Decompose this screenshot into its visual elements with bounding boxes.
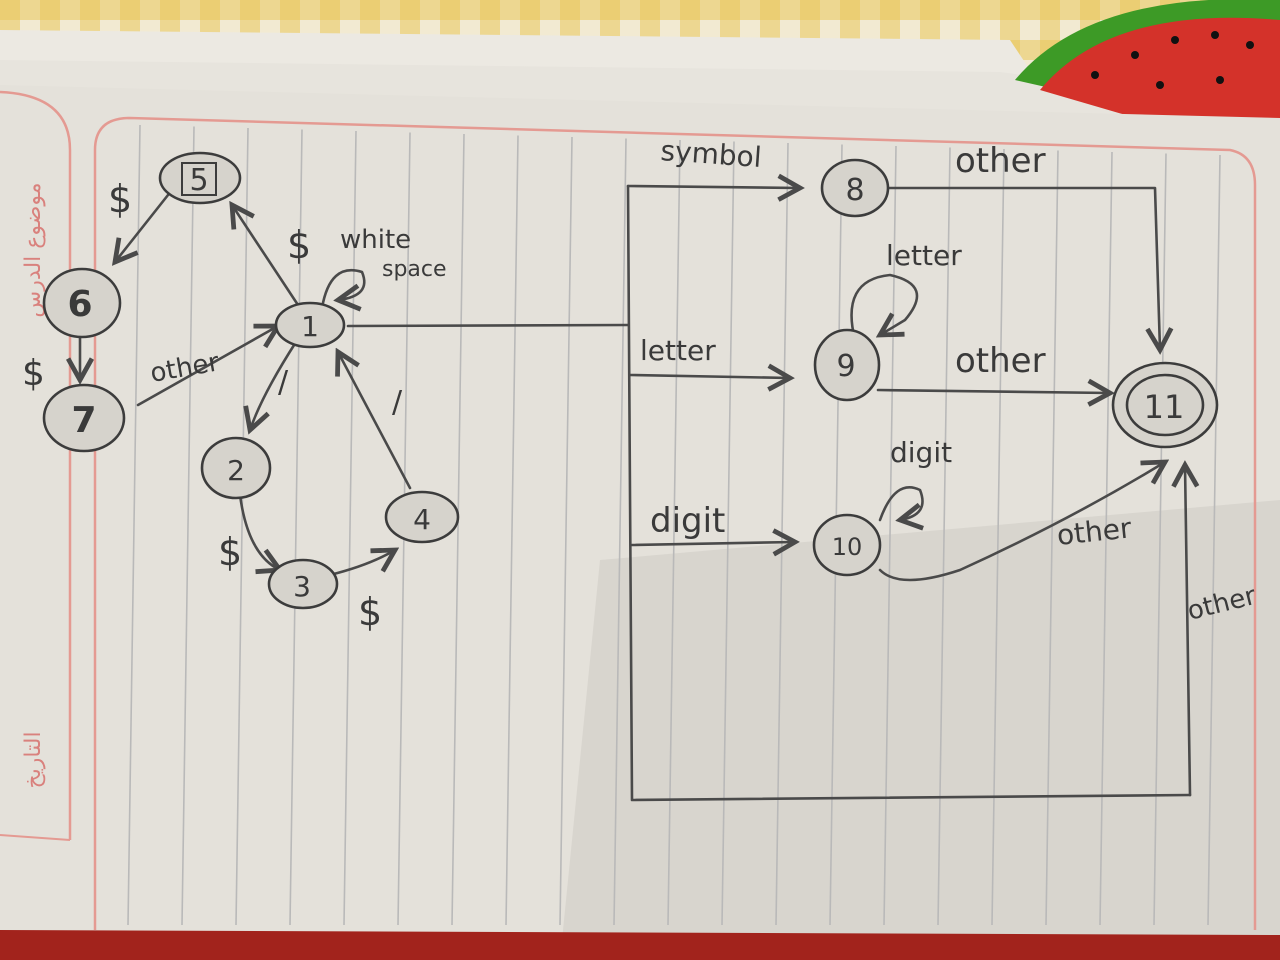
label-1-2: / xyxy=(278,365,289,400)
label-10-10: digit xyxy=(890,436,952,469)
edge-1-1-loop xyxy=(320,269,366,308)
label-whitespace-2: space xyxy=(382,257,447,282)
svg-text:11: 11 xyxy=(1144,388,1185,426)
bracket xyxy=(626,184,1192,802)
edge-bottom-11 xyxy=(1185,465,1190,797)
state-4: 4 xyxy=(384,490,460,544)
label-9-9: letter xyxy=(886,239,962,272)
ruled-line xyxy=(667,139,681,926)
label-1-5: $ xyxy=(287,223,311,267)
edge-1-2 xyxy=(250,340,298,430)
svg-text:9: 9 xyxy=(836,349,855,384)
state-5: 5 xyxy=(158,151,242,205)
ruled-line xyxy=(343,130,357,926)
label-10-11: other xyxy=(1055,511,1133,552)
edge-labels: $ $ $ other white space / $ $ / symbol o… xyxy=(22,134,1259,634)
label-digit-in: digit xyxy=(650,501,725,541)
state-9: 9 xyxy=(813,328,881,402)
svg-text:8: 8 xyxy=(845,173,864,208)
ruled-line xyxy=(613,138,627,926)
svg-text:3: 3 xyxy=(293,570,311,603)
label-2-3: $ xyxy=(218,530,242,574)
ruled-line xyxy=(505,135,519,926)
state-3: 3 xyxy=(267,558,339,610)
label-letter-in: letter xyxy=(640,334,716,367)
label-4-1: / xyxy=(392,385,403,420)
state-11-accept: 11 xyxy=(1111,361,1219,449)
diagram-edges xyxy=(80,184,1192,802)
edge-2-3 xyxy=(238,493,280,570)
ruled-line xyxy=(559,136,573,926)
edge-1-5 xyxy=(232,205,300,307)
svg-text:1: 1 xyxy=(301,310,319,343)
label-whitespace-1: white xyxy=(340,225,411,255)
state-2: 2 xyxy=(200,436,272,500)
ruled-line xyxy=(235,127,249,926)
state-1: 1 xyxy=(274,301,346,349)
edge-9-9-loop xyxy=(850,273,919,342)
date-label: التاريخ xyxy=(21,731,46,788)
edge-to-9 xyxy=(628,375,790,378)
label-6-7: $ xyxy=(22,353,45,394)
edge-to-8 xyxy=(626,186,800,188)
content-frame xyxy=(93,116,1257,930)
notebook-cover xyxy=(0,930,1280,960)
edge-1-right xyxy=(346,323,630,328)
state-10: 10 xyxy=(812,513,882,577)
edge-5-6 xyxy=(115,193,170,262)
ruled-line xyxy=(289,129,303,926)
svg-text:7: 7 xyxy=(71,400,96,441)
ruled-line xyxy=(451,133,465,926)
state-7: 7 xyxy=(42,383,126,453)
edge-10-11 xyxy=(878,462,1165,582)
ruled-line xyxy=(1207,154,1221,926)
margin-frame xyxy=(0,90,72,840)
ruled-line xyxy=(721,141,735,926)
svg-text:4: 4 xyxy=(413,503,431,536)
svg-text:6: 6 xyxy=(67,284,92,325)
state-8: 8 xyxy=(820,158,890,218)
subject-label: موضوع الدرس xyxy=(21,182,46,317)
edge-9-11 xyxy=(876,390,1110,393)
edge-3-4 xyxy=(328,550,395,577)
svg-text:5: 5 xyxy=(189,163,208,198)
label-9-11: other xyxy=(955,341,1046,381)
label-3-4: $ xyxy=(358,590,382,634)
edge-4-1 xyxy=(338,352,412,490)
edge-10-10-loop xyxy=(878,486,923,520)
ruled-line xyxy=(937,147,951,926)
label-8-11: other xyxy=(955,141,1046,181)
state-6: 6 xyxy=(42,267,122,339)
ruled-line xyxy=(181,126,195,926)
diagram-nodes: 5 6 7 1 2 3 4 8 xyxy=(42,151,1219,610)
label-symbol: symbol xyxy=(660,134,763,174)
edge-7-1 xyxy=(136,326,278,407)
svg-text:10: 10 xyxy=(832,533,863,561)
svg-text:2: 2 xyxy=(227,454,245,487)
edge-8-11 xyxy=(886,186,1160,350)
edge-to-10 xyxy=(630,542,795,545)
label-5-6: $ xyxy=(108,177,132,221)
